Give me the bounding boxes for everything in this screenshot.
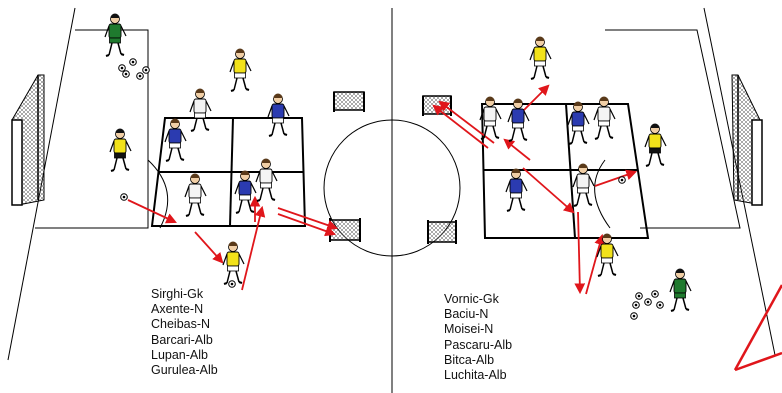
roster-entry: Sirghi-Gk — [151, 287, 204, 301]
blue-player-figure — [567, 101, 590, 145]
white-player-figure — [572, 163, 595, 207]
roster-entry: Pascaru-Alb — [444, 337, 513, 352]
players — [104, 13, 692, 312]
yellow-player-figure — [596, 233, 619, 277]
yellow-player-figure — [529, 36, 552, 80]
roster-entry: Vornic-Gk — [444, 292, 499, 306]
small-goal-left-bottom — [329, 218, 361, 242]
yellow-player-figure — [222, 241, 245, 285]
roster-entry: Lupan-Alb — [151, 347, 208, 362]
blue-player-figure — [505, 168, 528, 212]
roster-entry: Baciu-N — [444, 307, 489, 322]
goalkeeper-player-figure — [669, 268, 692, 312]
left-team-roster: Sirghi-Gk Axente-N Cheibas-N Barcari-Alb… — [151, 287, 218, 378]
corner-marks — [733, 284, 782, 372]
roster-entry: Luchita-Alb — [444, 368, 507, 383]
roster-entry: Barcari-Alb — [151, 332, 213, 347]
left-main-goal — [11, 74, 45, 206]
roster-entry: Cheibas-N — [151, 317, 211, 332]
right-team-roster: Vornic-Gk Baciu-N Moisei-N Pascaru-Alb B… — [444, 292, 512, 383]
yellow-player-figure — [229, 48, 252, 92]
small-goal-right-bottom — [427, 220, 457, 244]
left-grid — [150, 117, 307, 227]
goalkeeper-player-figure — [644, 123, 667, 167]
right-grid — [480, 103, 650, 239]
goalkeeper-player-figure — [109, 128, 132, 172]
goalkeeper-player-figure — [104, 13, 127, 57]
small-goal-right-top — [422, 95, 452, 116]
small-goal-left-center — [333, 91, 365, 112]
roster-entry: Gurulea-Alb — [151, 363, 218, 378]
blue-player-figure — [267, 93, 290, 137]
white-player-figure — [255, 158, 278, 202]
white-player-figure — [184, 173, 207, 217]
blue-player-figure — [234, 170, 257, 214]
white-player-figure — [593, 96, 616, 140]
white-player-figure — [189, 88, 212, 132]
white-player-figure — [479, 96, 502, 140]
blue-player-figure — [507, 98, 530, 142]
roster-entry: Moisei-N — [444, 322, 494, 337]
roster-entry: Axente-N — [151, 302, 204, 317]
roster-entry: Bitca-Alb — [444, 352, 495, 367]
right-main-goal — [731, 74, 763, 206]
blue-player-figure — [164, 118, 187, 162]
